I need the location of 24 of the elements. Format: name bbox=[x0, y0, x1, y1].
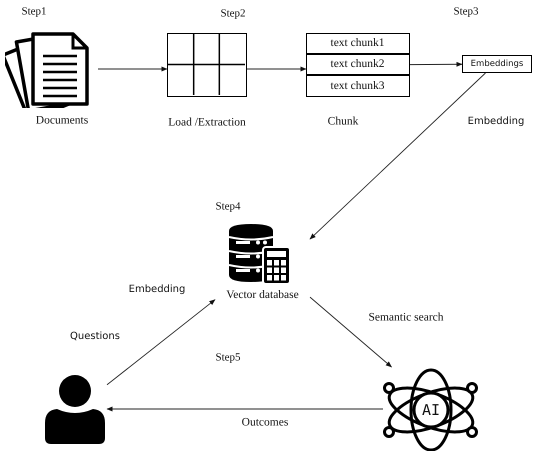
arrow bbox=[98, 66, 168, 72]
person-icon bbox=[43, 375, 107, 445]
step-label: Step1 bbox=[21, 6, 47, 18]
arrow bbox=[246, 66, 307, 72]
arrow bbox=[106, 299, 216, 386]
edge-label: Embedding bbox=[126, 284, 188, 296]
arrow bbox=[106, 406, 384, 412]
edge-label: Embedding bbox=[466, 116, 526, 128]
arrow bbox=[310, 72, 486, 240]
flow-label: Questions bbox=[70, 332, 120, 342]
step-label: Step4 bbox=[215, 202, 241, 212]
step-label: Step5 bbox=[215, 352, 241, 364]
step-label: Step2 bbox=[220, 8, 246, 20]
table-grid bbox=[167, 33, 247, 97]
chunk-row: text chunk2 bbox=[306, 54, 410, 74]
embeddings-box: Embeddings bbox=[462, 55, 532, 73]
arrow bbox=[410, 62, 463, 67]
ai-text: AI bbox=[420, 401, 442, 419]
step-label: Step3 bbox=[453, 6, 479, 18]
node-caption: Load /Extraction bbox=[168, 117, 246, 129]
arrow bbox=[310, 296, 392, 368]
node-caption: Documents bbox=[36, 115, 88, 127]
node-caption: Chunk bbox=[328, 116, 358, 128]
node-caption: Vector database bbox=[225, 289, 300, 301]
